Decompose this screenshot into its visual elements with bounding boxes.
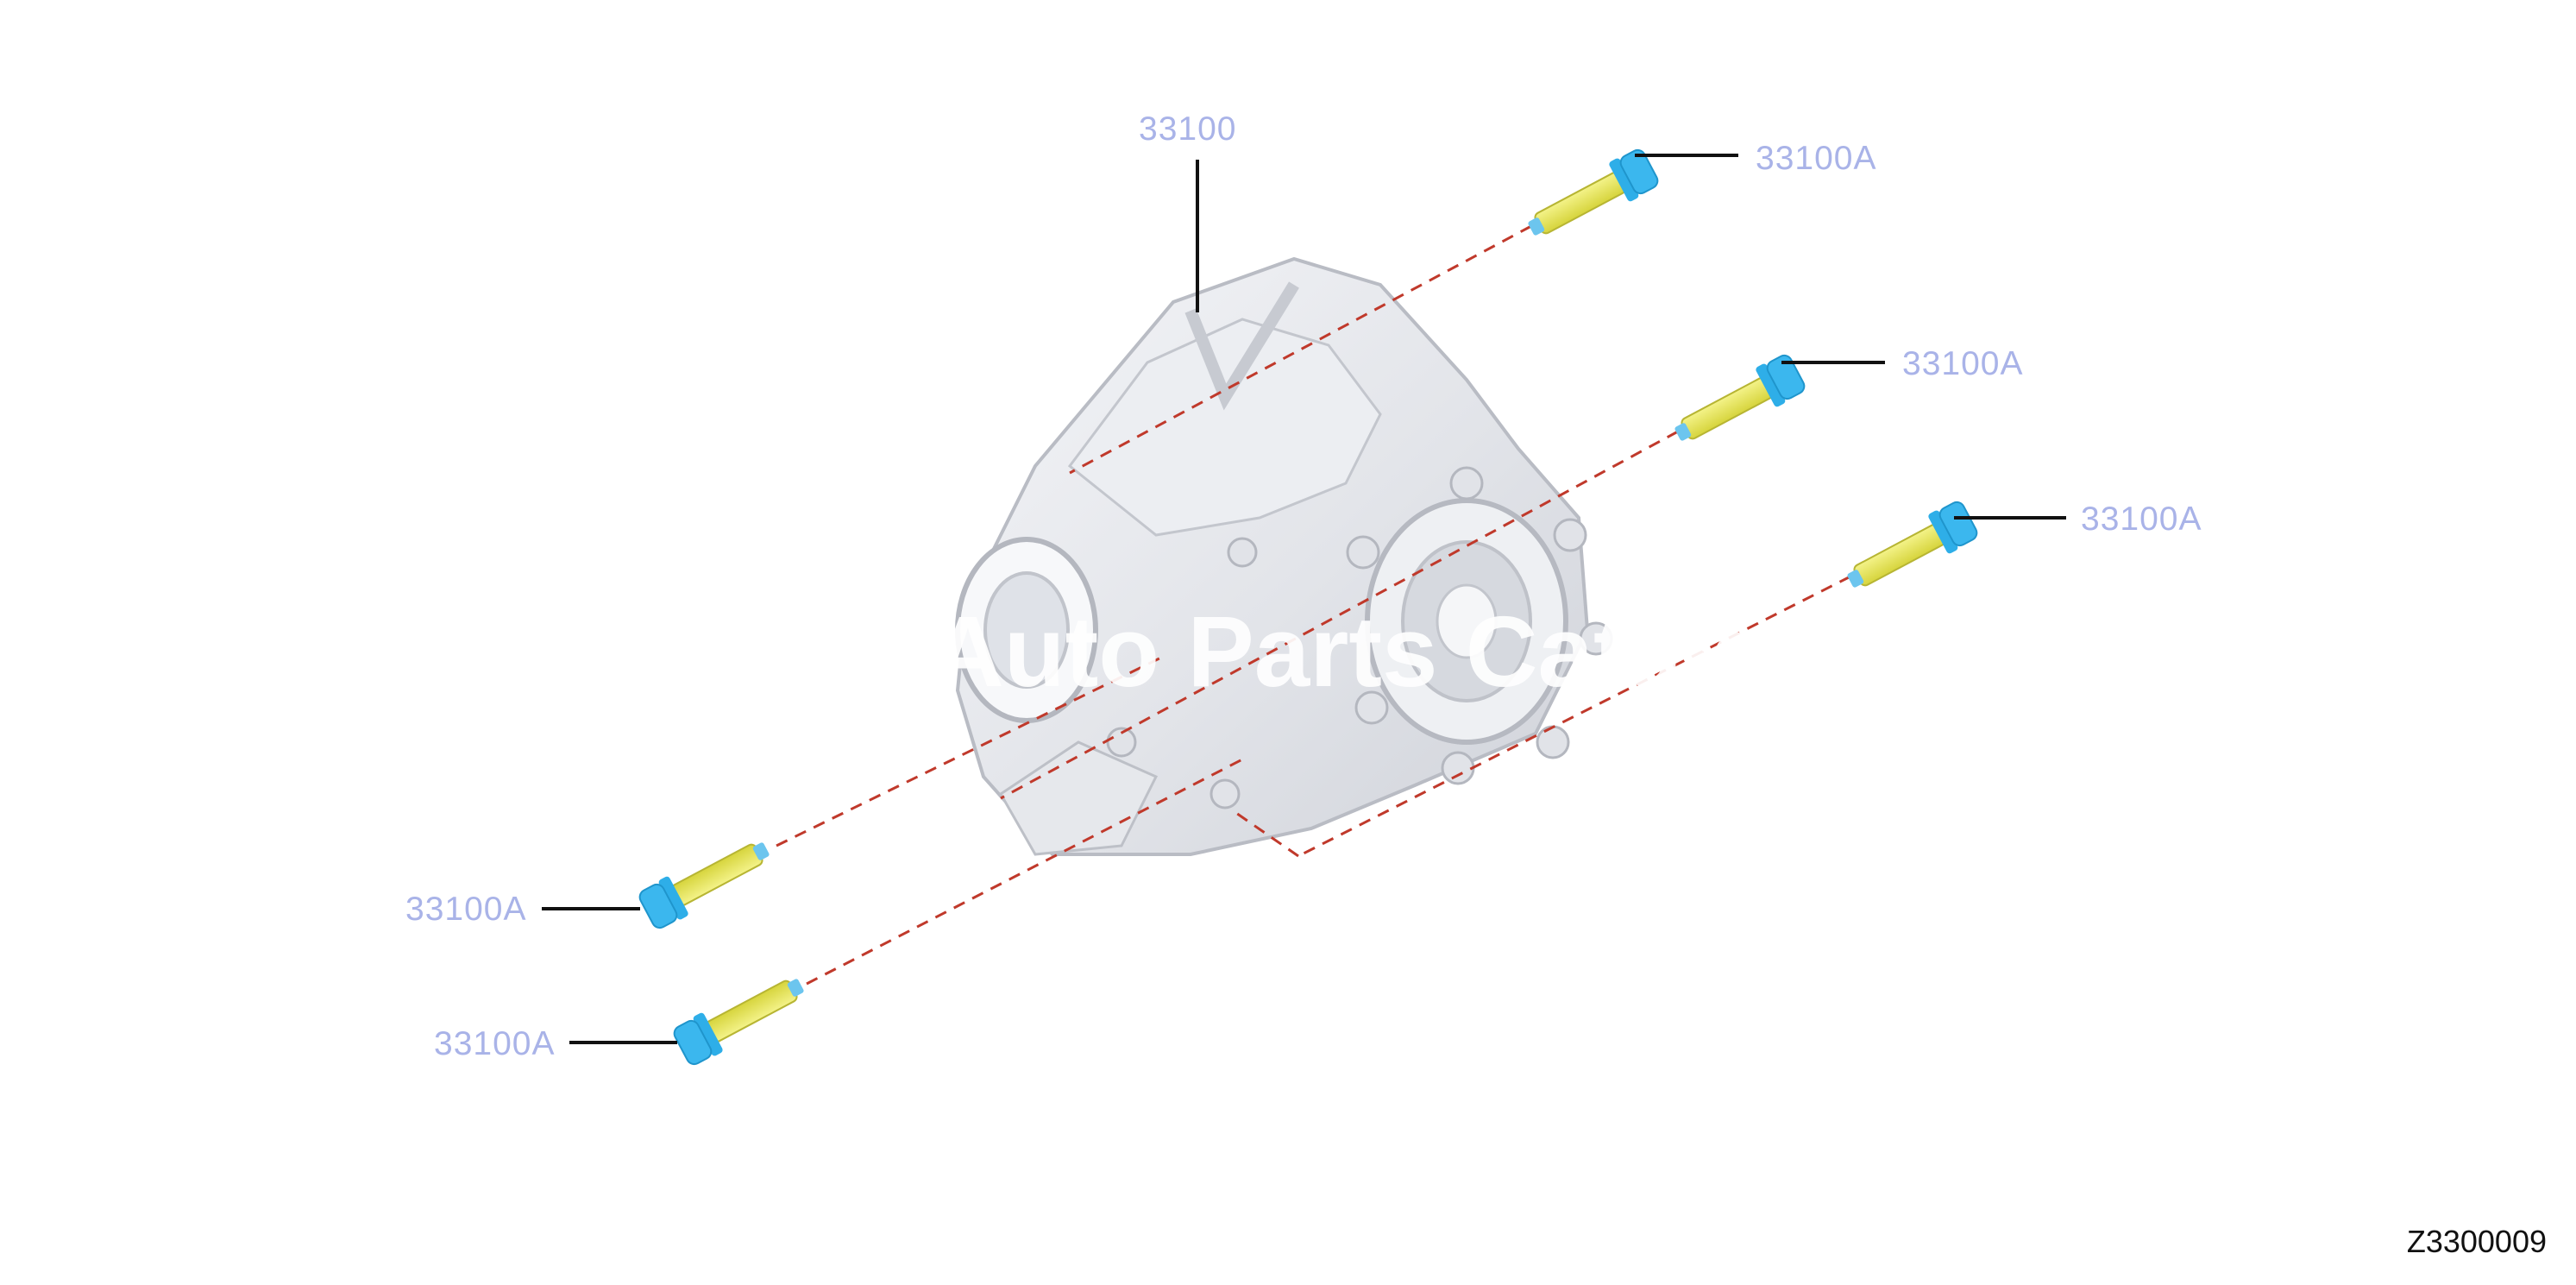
bolt-icon	[673, 979, 804, 1066]
watermark: Auto Parts Catalog	[932, 595, 1833, 708]
figure-id: Z3300009	[2406, 1224, 2547, 1259]
callout-33100[interactable]: 33100	[1139, 110, 1237, 148]
bolt-icon	[1674, 354, 1806, 441]
bolt-icon	[638, 842, 770, 929]
bolt-icon	[1528, 148, 1659, 236]
callout-33100a-5[interactable]: 33100A	[434, 1025, 556, 1062]
bolt-icon	[1847, 501, 1978, 588]
transfer-case-housing	[955, 256, 1613, 856]
assembly-dashed-lines	[776, 224, 1851, 986]
callout-33100a-2[interactable]: 33100A	[1902, 345, 2024, 382]
leader-lines-33100A	[542, 154, 2066, 1044]
callout-33100a-3[interactable]: 33100A	[2081, 501, 2202, 538]
callout-33100a-4[interactable]: 33100A	[405, 891, 527, 928]
callout-33100a-1[interactable]: 33100A	[1756, 140, 1877, 177]
